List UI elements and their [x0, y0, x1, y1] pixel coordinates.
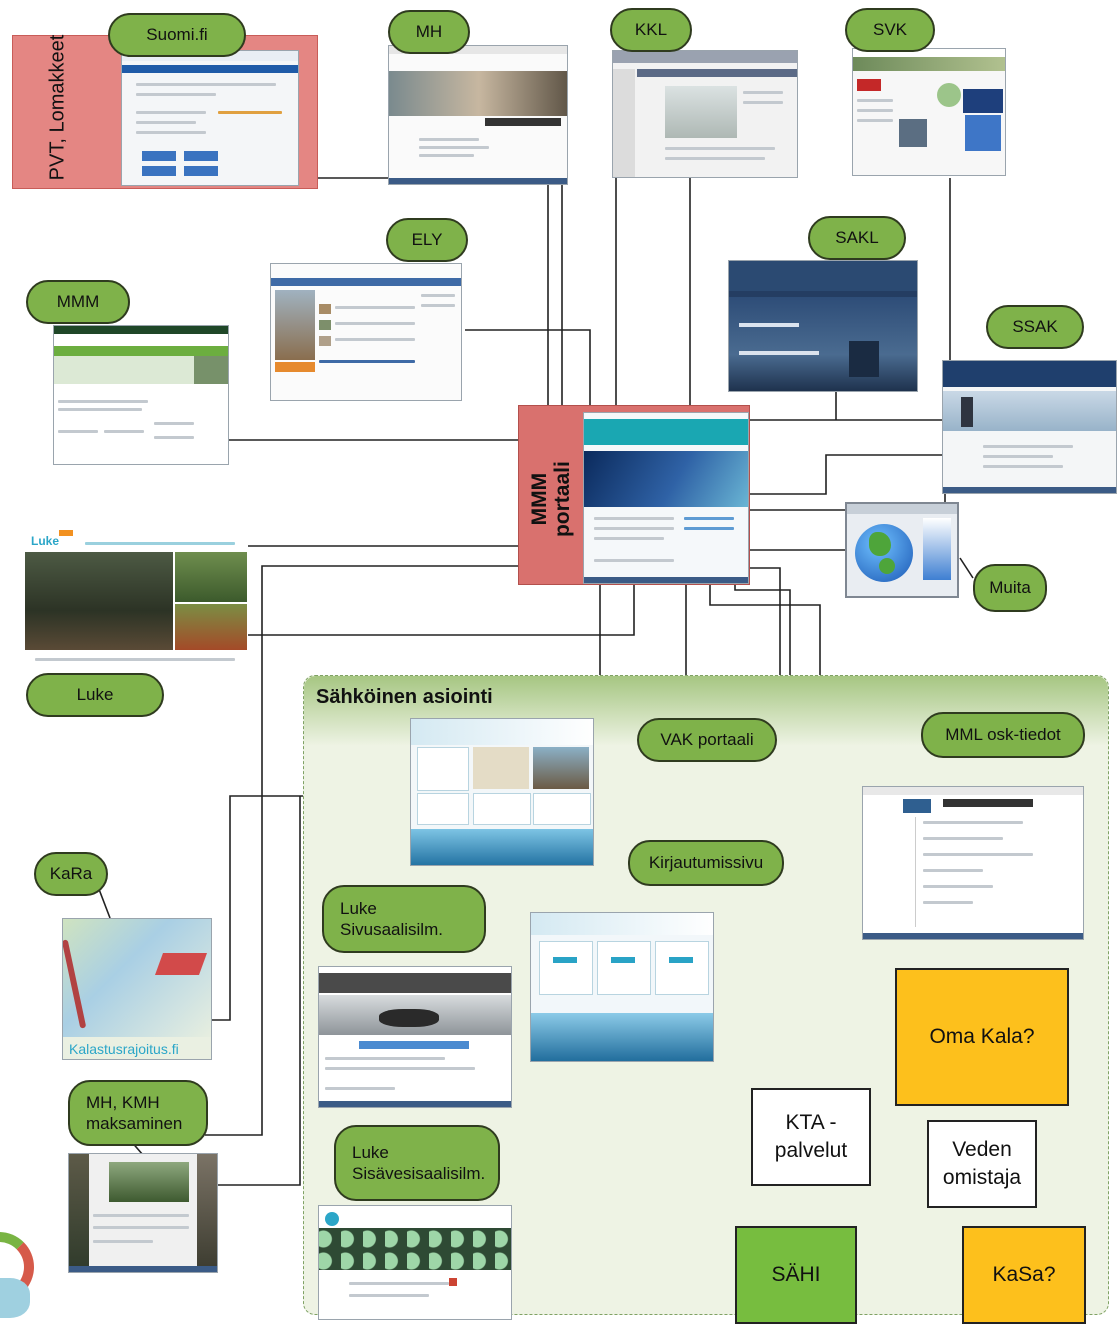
mmm-screenshot — [53, 325, 229, 465]
pvt-label: PVT, Lomakkeet — [46, 34, 69, 181]
pvt-forms-block: PVT, Lomakkeet — [12, 35, 318, 189]
bubble-muita[interactable]: Muita — [973, 564, 1047, 612]
portal-screenshot — [583, 412, 749, 584]
luke-sisavesi-screenshot — [318, 1205, 512, 1320]
muita-window — [845, 502, 959, 598]
box-veden-omistaja[interactable]: Veden omistaja — [927, 1120, 1037, 1208]
vak-portal-screenshot — [410, 718, 594, 866]
bubble-mml-osk-tiedot[interactable]: MML osk-tiedot — [921, 712, 1085, 758]
luke-screenshot: Luke — [25, 520, 247, 670]
mml-screenshot — [862, 786, 1084, 940]
box-sahi[interactable]: SÄHI — [735, 1226, 857, 1324]
bubble-kirjautumissivu[interactable]: Kirjautumissivu — [628, 840, 784, 886]
bubble-svk[interactable]: SVK — [845, 8, 935, 52]
box-kasa[interactable]: KaSa? — [962, 1226, 1086, 1324]
partial-logo-shape — [0, 1232, 40, 1322]
kkl-screenshot — [612, 50, 798, 178]
svk-screenshot — [852, 48, 1006, 176]
box-kta-palvelut[interactable]: KTA - palvelut — [751, 1088, 871, 1186]
area-title: Sähköinen asiointi — [316, 686, 493, 708]
bubble-mmm[interactable]: MMM — [26, 280, 130, 324]
mmm-portal-block: MMM portaali — [518, 405, 750, 585]
box-oma-kala[interactable]: Oma Kala? — [895, 968, 1069, 1106]
bubble-vak-portaali[interactable]: VAK portaali — [637, 718, 777, 762]
kara-caption: Kalastusrajoitus.fi — [69, 1041, 179, 1057]
globe-icon — [855, 524, 913, 582]
bubble-sakl[interactable]: SAKL — [808, 216, 906, 260]
luke-sivusaalis-screenshot — [318, 966, 512, 1108]
mh-kmh-screenshot — [68, 1153, 218, 1273]
login-page-screenshot — [530, 912, 714, 1062]
bubble-mh[interactable]: MH — [388, 10, 470, 54]
luke-logo: Luke — [31, 534, 60, 548]
bubble-luke[interactable]: Luke — [26, 673, 164, 717]
kara-map-screenshot: Kalastusrajoitus.fi — [62, 918, 212, 1060]
bubble-kara[interactable]: KaRa — [34, 852, 108, 896]
sakl-screenshot — [728, 260, 918, 392]
suomi-fi-screenshot — [121, 50, 299, 186]
bubble-kkl[interactable]: KKL — [610, 8, 692, 52]
portal-label: MMM portaali — [527, 461, 574, 538]
mh-screenshot — [388, 45, 568, 185]
bubble-ssak[interactable]: SSAK — [986, 305, 1084, 349]
bubble-luke-sivusaalisilm[interactable]: Luke Sivusaalisilm. — [322, 885, 486, 953]
bubble-luke-sisavesisaalisilm[interactable]: Luke Sisävesisaalisilm. — [334, 1125, 500, 1201]
ely-screenshot — [270, 263, 462, 401]
bubble-suomi-fi[interactable]: Suomi.fi — [108, 13, 246, 57]
bubble-ely[interactable]: ELY — [386, 218, 468, 262]
bubble-mh-kmh-maksaminen[interactable]: MH, KMH maksaminen — [68, 1080, 208, 1146]
ssak-screenshot — [942, 360, 1117, 494]
